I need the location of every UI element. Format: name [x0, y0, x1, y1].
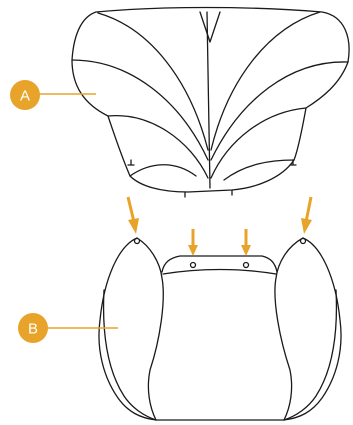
backrest-top-v-seam — [200, 12, 220, 42]
orange-down-arrow-icon — [241, 229, 251, 256]
callout-b: B — [18, 313, 118, 343]
callout-b-label: B — [28, 321, 38, 338]
backrest-right-seam-3 — [211, 108, 306, 178]
seat-right-bolster-edge — [284, 290, 336, 420]
backrest-outline — [72, 8, 349, 193]
backrest-right-seam-4 — [224, 160, 294, 180]
assembly-arrows — [128, 197, 312, 256]
seat-right-bolster-inner — [275, 238, 303, 420]
seat-top-rail-seam — [163, 270, 276, 275]
backrest-left-seam-4 — [130, 165, 196, 176]
orange-down-arrow-icon — [188, 229, 198, 256]
backrest-cover — [72, 8, 349, 198]
backrest-clip-1 — [128, 160, 134, 165]
snap-fastener-icon — [301, 239, 306, 244]
seat-right-bolster — [284, 238, 341, 420]
orange-down-arrow-icon — [301, 197, 312, 234]
seat-cushion-cover — [99, 238, 341, 420]
backrest-left-seam-2 — [72, 60, 208, 160]
seat-left-bolster — [99, 238, 156, 420]
backrest-right-seam-1 — [211, 12, 320, 150]
seat-left-bolster-edge — [104, 290, 156, 420]
snap-fastener-icon — [244, 263, 249, 268]
seat-left-bolster-inner — [137, 238, 163, 420]
callout-a-label: A — [20, 88, 30, 105]
snap-fastener-icon — [191, 263, 196, 268]
snap-fastener-icon — [135, 239, 140, 244]
backrest-left-seam-3 — [108, 116, 208, 178]
orange-down-arrow-icon — [128, 197, 139, 234]
